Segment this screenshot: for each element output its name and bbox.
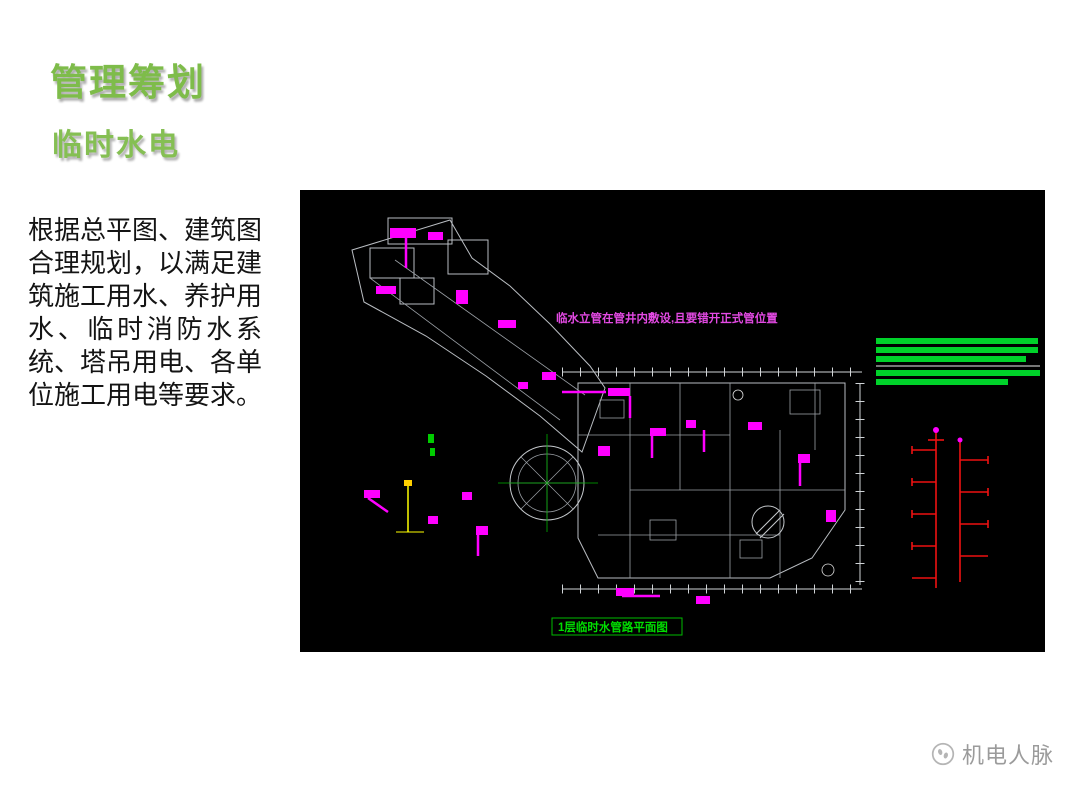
pipe-lines-magenta — [367, 238, 802, 598]
cad-floorplan-drawing: 临水立管在管井内敷设,且要错开正式管位置 1层临时水管路平面图 — [351, 217, 1040, 636]
riser-diagram-red — [911, 427, 989, 588]
cad-screenshot: 临水立管在管井内敷设,且要错开正式管位置 1层临时水管路平面图 — [300, 190, 1045, 652]
slide-title: 管理筹划 — [50, 62, 206, 103]
pipe-highlights-magenta — [364, 228, 836, 604]
interior-partitions — [369, 259, 845, 578]
rotunda-circle — [498, 434, 785, 539]
cad-caption: 1层临时水管路平面图 — [558, 620, 668, 634]
watermark-label: 机电人脉 — [961, 743, 1054, 768]
watermark-logo-icon — [931, 742, 955, 766]
temp-power-yellow — [396, 434, 435, 533]
body-text: 根据总平图、建筑图合理规划，以满足建筑施工用水、养护用水、临时消防水系统、塔吊用… — [28, 215, 263, 410]
cad-caption-box: 1层临时水管路平面图 — [551, 617, 683, 636]
cad-top-note: 临水立管在管井内敷设,且要错开正式管位置 — [556, 311, 778, 325]
slide-subtitle: 临时水电 — [52, 129, 180, 162]
watermark: 机电人脉 — [930, 738, 1054, 770]
legend-green-bars — [876, 338, 1040, 385]
plan-gridlines — [562, 367, 865, 594]
building-outline — [351, 217, 846, 579]
